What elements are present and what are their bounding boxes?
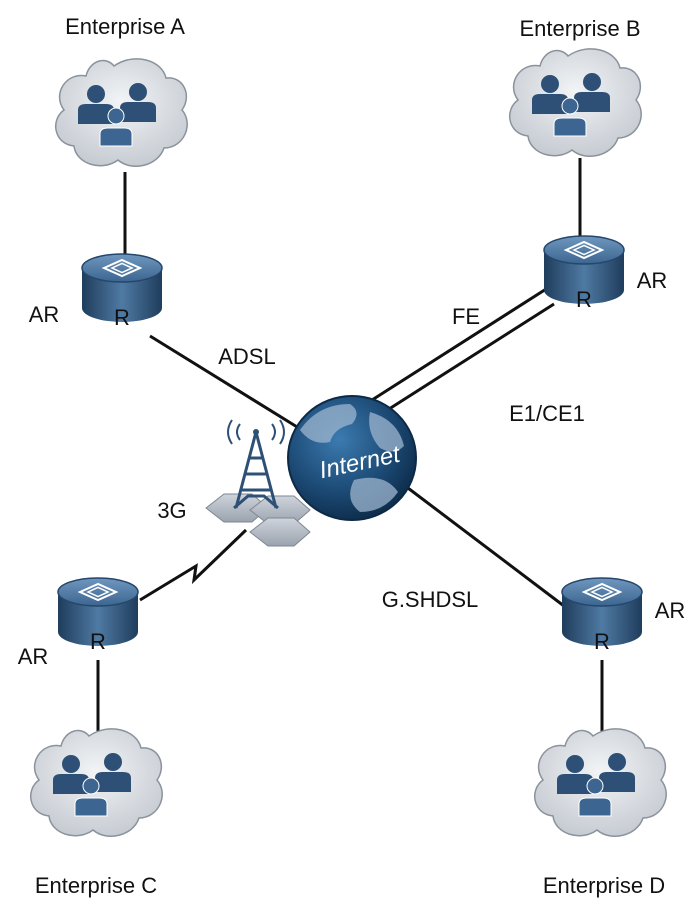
enterprise-c-icon xyxy=(29,728,163,837)
link-adsl xyxy=(149,334,303,432)
3g-label: 3G xyxy=(157,498,186,523)
enterprise-d-label: Enterprise D xyxy=(543,873,665,898)
svg-text:R: R xyxy=(576,287,592,312)
link-fe xyxy=(371,282,555,402)
enterprise-b-label: Enterprise B xyxy=(519,16,640,41)
router-c-label: AR xyxy=(18,644,49,669)
enterprise-c-label: Enterprise C xyxy=(35,873,157,898)
wireless-tower-icon xyxy=(205,419,311,547)
internet-globe-icon: Internet xyxy=(287,395,417,521)
router-a-icon: R xyxy=(81,253,163,330)
enterprise-a-label: Enterprise A xyxy=(65,14,185,39)
enterprise-d-icon xyxy=(533,728,667,837)
router-d-icon: R xyxy=(561,577,643,654)
adsl-label: ADSL xyxy=(218,344,275,369)
link-3g-zigzag xyxy=(139,528,248,602)
svg-text:R: R xyxy=(114,305,130,330)
router-d-label: AR xyxy=(655,598,686,623)
enterprise-a-icon xyxy=(54,58,188,167)
router-b-label: AR xyxy=(637,268,668,293)
router-c-icon: R xyxy=(57,577,139,654)
fe-label: FE xyxy=(452,304,480,329)
svg-text:R: R xyxy=(594,629,610,654)
link-g-shdsl xyxy=(399,480,565,608)
e1-ce1-label: E1/CE1 xyxy=(509,401,585,426)
svg-text:R: R xyxy=(90,629,106,654)
enterprise-b-icon xyxy=(508,48,642,157)
router-b-icon: R xyxy=(543,235,625,312)
link-e1 xyxy=(377,302,555,418)
g-shdsl-label: G.SHDSL xyxy=(382,587,479,612)
router-a-label: AR xyxy=(29,302,60,327)
